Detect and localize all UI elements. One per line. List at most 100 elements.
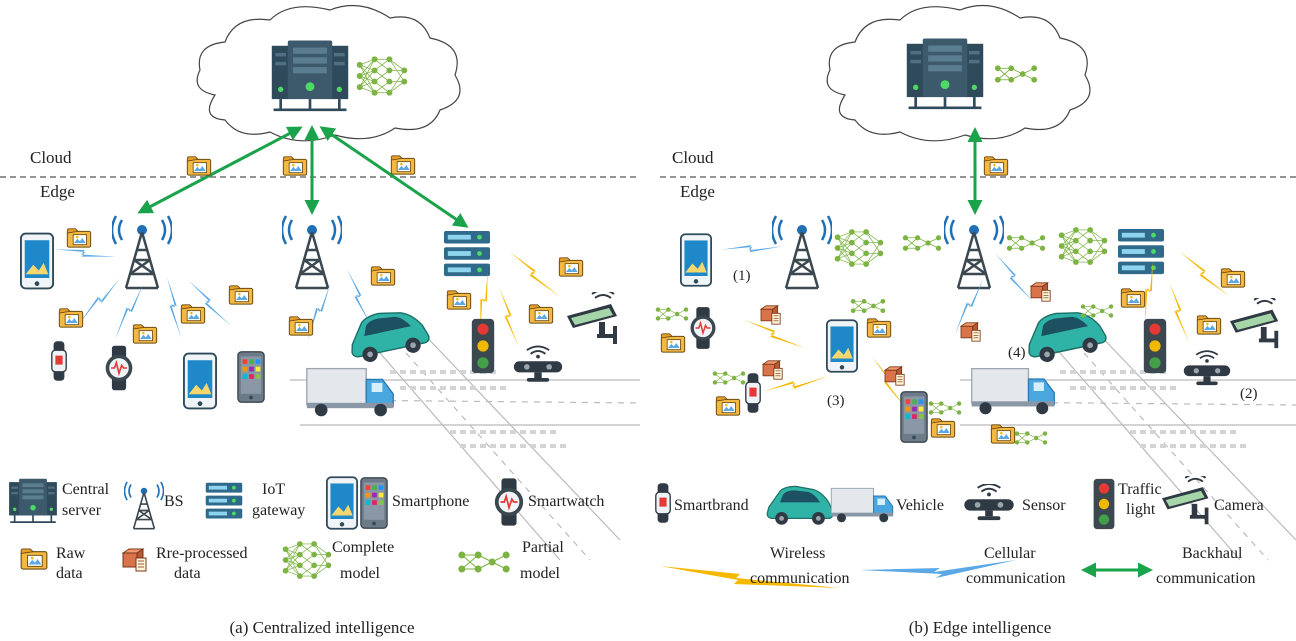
iot-gateway-icon [443,230,491,277]
traffic-light-icon [1143,318,1167,374]
smartphone-icon [826,319,858,373]
legend-left: Central server BS IoT gateway Smartphone… [8,476,604,582]
smartphone-icon [900,391,928,443]
truck-icon [971,367,1055,415]
partial-model-icon [850,298,886,314]
marker-2: (2) [1240,386,1258,402]
legend-sensor: Sensor [1022,497,1066,514]
traffic-light-icon [1093,478,1115,530]
car-icon [344,303,433,367]
traffic-light-icon [471,318,495,374]
legend-complete-model-line1: Complete [332,539,394,556]
raw-data-icon [1220,268,1246,288]
partial-model-icon [902,234,942,252]
legend-preprocessed-line2: data [174,565,201,582]
legend-cellular-line1: Cellular [984,545,1036,562]
cellular-icon [860,560,1016,578]
legend-backhaul-line2: communication [1156,570,1256,587]
camera-icon [566,292,618,345]
legend-partial-model-line2: model [520,565,561,582]
camera-icon [1229,298,1280,350]
cellular-links [54,238,386,343]
truck-icon [306,367,394,417]
legend-central-server-line1: Central [62,481,110,498]
smartwatch-icon [493,478,525,526]
legend-wireless-line2: communication [750,570,850,587]
crosswalk [390,370,570,448]
marker-1: (1) [733,268,751,284]
legend-camera: Camera [1214,497,1264,514]
complete-model-icon [282,540,332,580]
raw-data-icon [20,548,48,570]
preprocessed-data-icon [760,305,781,325]
raw-data-icon [558,257,584,277]
preprocessed-data-icon [960,322,981,342]
smartwatch-icon [689,306,717,350]
car-icon [766,485,834,526]
base-station-icon [282,214,342,290]
preprocessed-data-icon [1030,282,1051,302]
legend-central-server-line2: server [62,502,102,519]
smartphone-icon [326,476,358,530]
complete-model-icon [1058,226,1108,266]
edge-label: Edge [680,182,715,201]
preprocessed-data-icon [762,360,783,380]
marker-3: (3) [827,393,845,409]
wireless-icon [660,566,840,588]
partial-model-icon [928,400,962,416]
smartphone-icon [183,352,217,410]
iot-gateway-icon [1117,228,1165,275]
base-station-icon [124,481,164,530]
smartwatch-icon [104,345,134,391]
raw-data-icon [180,304,206,324]
truck-icon [830,487,894,523]
crosswalk [1060,370,1250,448]
smartphone-icon [20,232,54,290]
legend-complete-model-line2: model [340,565,381,582]
sensor-icon [963,484,1015,522]
raw-data-icon [370,266,396,286]
legend-raw-data-line1: Raw [56,545,86,562]
raw-data-icon [660,333,686,353]
smartband-icon [655,482,671,524]
partial-model-icon [712,370,746,386]
raw-data-icon [58,308,84,328]
preprocessed-data-icon [122,548,147,572]
legend-traffic-light-line1: Traffic [1118,481,1162,498]
legend-vehicle: Vehicle [896,497,944,514]
car-icon [1021,303,1110,367]
smartband-icon [745,372,761,414]
central-server-icon [8,478,58,523]
raw-data-icon [1196,315,1222,335]
legend-smartwatch: Smartwatch [528,493,604,510]
legend-right: Smartbrand Vehicle Sensor Traffic light … [655,476,1264,588]
partial-model-icon [1080,303,1114,319]
iot-gateway-icon [205,482,243,519]
legend-smartbrand: Smartbrand [674,497,749,514]
raw-data-icon [983,156,1009,176]
smartphone-icon [360,477,388,529]
backhaul-links [137,125,469,228]
legend-raw-data-line2: data [56,565,83,582]
camera-icon [1161,476,1210,526]
marker-4: (4) [1008,345,1026,361]
left-panel: Cloud Edge [0,4,641,561]
cloud-label: Cloud [672,148,714,167]
raw-data-icon [186,156,212,176]
raw-data-icon [528,304,554,324]
base-station-icon [112,214,172,290]
sensor-icon [512,345,564,383]
raw-data-icon [282,156,308,176]
partial-model-icon [655,306,689,322]
base-station-icon [944,214,1004,290]
legend-bs: BS [164,493,184,510]
legend-backhaul-line1: Backhaul [1182,545,1243,562]
raw-data-icon [930,418,956,438]
legend-iot-gateway-line1: IoT [262,481,285,498]
raw-data-icon [1120,288,1146,308]
raw-data-icon [990,424,1016,444]
legend-partial-model-line1: Partial [522,539,564,556]
cloud-label: Cloud [30,148,72,167]
smartphone-icon [680,233,712,287]
